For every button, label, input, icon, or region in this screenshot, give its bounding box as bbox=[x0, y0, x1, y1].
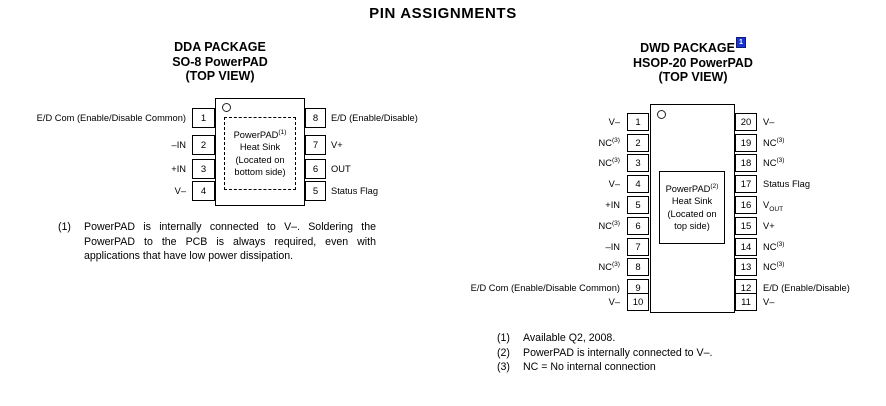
dwd-pad-line-3: (Located on bbox=[667, 208, 717, 219]
dda-pin-label-8: E/D (Enable/Disable) bbox=[331, 113, 418, 123]
dwd-pin-label-4: V– bbox=[608, 179, 620, 189]
dda-pin-box-8[interactable]: 8 bbox=[305, 108, 326, 128]
dwd-pin-label-7: –IN bbox=[605, 242, 620, 252]
dda-pin-label-7: V+ bbox=[331, 140, 343, 150]
dda-pad-line-3: (Located on bbox=[235, 154, 285, 165]
dwd-pin-label-12: E/D (Enable/Disable) bbox=[763, 283, 850, 293]
dwd-pin-label-5: +IN bbox=[605, 200, 620, 210]
dda-pin-box-3[interactable]: 3 bbox=[192, 159, 215, 179]
dwd-footnote-1-number: (1) bbox=[497, 332, 510, 344]
dwd-footnote-2-text: PowerPAD is internally connected to V–. bbox=[523, 346, 713, 359]
dwd-pin-box-17[interactable]: 17 bbox=[735, 175, 757, 193]
dwd-pin-label-2: NC(3) bbox=[598, 136, 621, 148]
dwd-pad-line-2: Heat Sink bbox=[671, 196, 713, 207]
dwd-pin-label-16: VOUT bbox=[763, 200, 784, 213]
dwd-footnote-3: (3) NC = No internal connection bbox=[497, 360, 857, 375]
dwd-footnote-2-number: (2) bbox=[497, 346, 510, 359]
dda-pin-label-6: OUT bbox=[331, 164, 351, 174]
dwd-footnote-3-text: NC = No internal connection bbox=[523, 361, 656, 374]
dwd-pin-box-5[interactable]: 5 bbox=[627, 196, 649, 214]
dwd-pin-box-4[interactable]: 4 bbox=[627, 175, 649, 193]
dwd-pin-box-2[interactable]: 2 bbox=[627, 134, 649, 152]
dwd-footnote-3-number: (3) bbox=[497, 361, 510, 374]
dda-pin-box-4[interactable]: 4 bbox=[192, 181, 215, 201]
dwd-pin-label-14: NC(3) bbox=[763, 240, 785, 252]
dwd-pin-label-15: V+ bbox=[763, 221, 775, 231]
dda-pin-box-2[interactable]: 2 bbox=[192, 135, 215, 155]
dwd-pad-line-4: top side) bbox=[674, 220, 710, 231]
dda-package-heading: DDA PACKAGE SO-8 PowerPAD (TOP VIEW) bbox=[120, 40, 320, 84]
dda-heading-line-3: (TOP VIEW) bbox=[185, 69, 255, 83]
dwd-pin-label-1: V– bbox=[608, 117, 620, 127]
dwd-pin-label-18: NC(3) bbox=[763, 156, 785, 168]
dda-powerpad-box: PowerPAD(1) Heat Sink (Located on bottom… bbox=[224, 117, 296, 190]
dwd-pin-box-20[interactable]: 20 bbox=[735, 113, 757, 131]
dwd-pin-box-16[interactable]: 16 bbox=[735, 196, 757, 214]
dwd-pin-label-13: NC(3) bbox=[763, 260, 785, 272]
dwd-pad-line-1: PowerPAD(2) bbox=[665, 183, 719, 195]
dda-pad-line-4: bottom side) bbox=[234, 166, 286, 177]
dwd-pin-box-1[interactable]: 1 bbox=[627, 113, 649, 131]
dda-pin-label-2: –IN bbox=[171, 140, 186, 150]
dwd-pin-box-6[interactable]: 6 bbox=[627, 217, 649, 235]
dda-pin-box-1[interactable]: 1 bbox=[192, 108, 215, 128]
dda-pin-label-4: V– bbox=[174, 186, 186, 196]
dwd-pin-box-14[interactable]: 14 bbox=[735, 238, 757, 256]
dwd-pin-box-19[interactable]: 19 bbox=[735, 134, 757, 152]
dwd-footnote-1: (1) Available Q2, 2008. bbox=[497, 331, 857, 346]
dwd-footnote-1-text: Available Q2, 2008. bbox=[523, 332, 616, 344]
dda-footnote-1-number: (1) bbox=[58, 221, 71, 233]
dwd-pin-label-11: V– bbox=[763, 297, 775, 307]
dwd-pin-box-3[interactable]: 3 bbox=[627, 154, 649, 172]
dwd-pin-label-3: NC(3) bbox=[598, 156, 621, 168]
dda-pin-label-5: Status Flag bbox=[331, 186, 379, 196]
dda-footnotes: (1) PowerPAD is internally connected to … bbox=[58, 220, 376, 264]
dda-pin1-indicator-circle bbox=[222, 103, 231, 112]
dwd-pin-box-10[interactable]: 10 bbox=[627, 293, 649, 311]
dwd-pin-label-20: V– bbox=[763, 117, 775, 127]
dda-pin-box-7[interactable]: 7 bbox=[305, 135, 326, 155]
dwd-pin-label-10: V– bbox=[608, 297, 620, 307]
dwd-pin-label-6: NC(3) bbox=[598, 219, 621, 231]
dwd-pin-box-11[interactable]: 11 bbox=[735, 293, 757, 311]
dwd-pin1-indicator-circle bbox=[657, 110, 666, 119]
dda-pad-line-1: PowerPAD(1) bbox=[233, 129, 287, 141]
dwd-pin-box-7[interactable]: 7 bbox=[627, 238, 649, 256]
dwd-footnote-link-icon[interactable]: 1 bbox=[736, 37, 746, 48]
dwd-pin-box-15[interactable]: 15 bbox=[735, 217, 757, 235]
dwd-footnotes: (1) Available Q2, 2008. (2) PowerPAD is … bbox=[497, 331, 857, 375]
dda-pin-box-6[interactable]: 6 bbox=[305, 159, 326, 179]
dwd-pin-label-9: E/D Com (Enable/Disable Common) bbox=[470, 283, 620, 293]
dwd-pin-label-8: NC(3) bbox=[598, 260, 621, 272]
dwd-pin-label-19: NC(3) bbox=[763, 136, 785, 148]
dda-heading-line-2: SO-8 PowerPAD bbox=[172, 54, 268, 69]
dda-footnote-1-text: PowerPAD is internally connected to V–. … bbox=[84, 221, 376, 263]
dwd-pin-box-8[interactable]: 8 bbox=[627, 258, 649, 276]
dwd-pin-label-17: Status Flag bbox=[763, 179, 811, 189]
dda-footnote-1: (1) PowerPAD is internally connected to … bbox=[58, 220, 376, 264]
dda-pin-box-5[interactable]: 5 bbox=[305, 181, 326, 201]
dda-heading-line-1: DDA PACKAGE bbox=[174, 40, 266, 54]
dda-pin-label-1: E/D Com (Enable/Disable Common) bbox=[36, 113, 186, 123]
dwd-pin-box-18[interactable]: 18 bbox=[735, 154, 757, 172]
page-title: PIN ASSIGNMENTS bbox=[369, 5, 517, 22]
dwd-footnote-2: (2) PowerPAD is internally connected to … bbox=[497, 346, 857, 361]
dda-pad-line-2: Heat Sink bbox=[239, 142, 281, 153]
dwd-heading-line-3: (TOP VIEW) bbox=[658, 70, 728, 85]
dwd-powerpad-box: PowerPAD(2) Heat Sink (Located on top si… bbox=[659, 171, 725, 244]
dwd-heading-line-2: HSOP-20 PowerPAD bbox=[633, 55, 753, 70]
dda-pin-label-3: +IN bbox=[171, 164, 186, 174]
dwd-pin-box-13[interactable]: 13 bbox=[735, 258, 757, 276]
